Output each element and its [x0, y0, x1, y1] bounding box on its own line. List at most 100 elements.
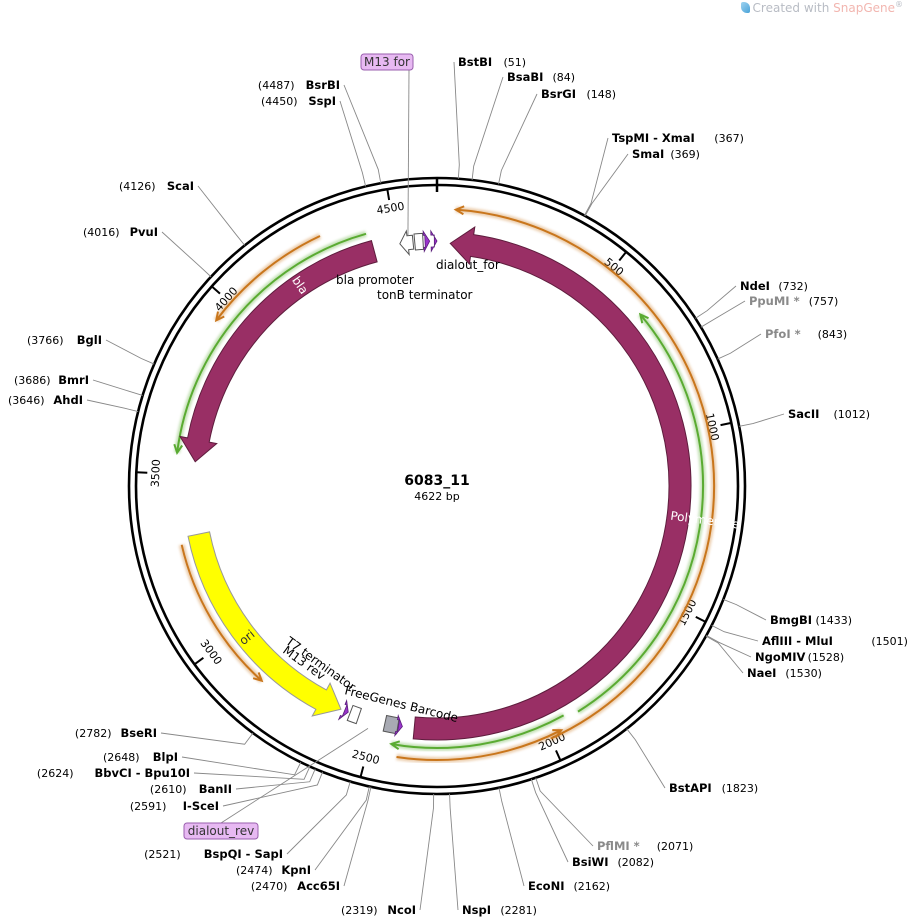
freegenes-barcode-label: FreeGenes Barcode [343, 683, 459, 725]
site-bsiwi: BsiWI (2082) [530, 779, 655, 869]
site-kpni: KpnI(2474) [236, 786, 370, 877]
svg-text:(1012): (1012) [834, 408, 871, 421]
svg-text:BsrGI: BsrGI [541, 87, 576, 101]
site-naei: NaeI(1530) [705, 635, 822, 680]
svg-text:BglI: BglI [77, 333, 102, 347]
site-bgli: BglI(3766) [27, 333, 155, 365]
site-nspi: NspI (2281) [449, 793, 537, 917]
watermark-prefix: Created with [752, 1, 834, 15]
site-bbvci: BbvCI - Bpu10I (2624) [37, 766, 311, 780]
svg-text:BbvCI - Bpu10I: BbvCI - Bpu10I [95, 766, 190, 780]
svg-text:BanII: BanII [199, 782, 232, 796]
svg-text:NcoI: NcoI [387, 903, 416, 917]
dialout-rev-binding [394, 714, 403, 738]
svg-text:BspQI - SapI: BspQI - SapI [204, 847, 283, 861]
site-banii: BanII(2610) [150, 768, 316, 796]
ruler-label: 3500 [149, 459, 163, 488]
svg-text:NspI: NspI [462, 903, 491, 917]
svg-text:(4487): (4487) [258, 79, 295, 92]
svg-text:TspMI - XmaI: TspMI - XmaI [612, 131, 695, 145]
orf-arrow [173, 230, 367, 456]
svg-text:PflMI *: PflMI * [597, 839, 640, 853]
site-bseri: BseRI(2782) [75, 726, 254, 745]
ruler-tick [211, 285, 221, 295]
primer-dialout_rev[interactable]: dialout_rev [183, 727, 369, 840]
svg-text:(4016): (4016) [83, 226, 120, 239]
t7-terminator-feature [346, 704, 363, 725]
svg-text:EcoNI: EcoNI [528, 879, 564, 893]
ruler-label: 4500 [376, 200, 406, 217]
svg-text:NaeI: NaeI [747, 666, 776, 680]
site-scai: ScaI (4126) [119, 179, 246, 246]
dialout-for-binding [430, 229, 438, 253]
svg-text:BmgBI: BmgBI [770, 613, 812, 627]
watermark-brand: SnapGene [833, 1, 895, 15]
site-i-scei: I-SceI(2591) [130, 771, 323, 813]
svg-text:(2624): (2624) [37, 767, 74, 780]
svg-text:(2071): (2071) [657, 840, 694, 853]
svg-text:(732): (732) [778, 280, 808, 293]
ruler-tick [386, 188, 391, 201]
ruler-tick [136, 471, 148, 474]
site-ndei: NdeI (732) [695, 279, 808, 319]
svg-text:NgoMIV: NgoMIV [755, 650, 805, 664]
plasmid-name: 6083_11 [404, 473, 469, 489]
site-bsabi: BsaBI(84) [471, 70, 575, 181]
site-ngomiv: NgoMIV(1528) [706, 634, 845, 664]
m13-rev-binding [337, 699, 349, 721]
site-sspi: SspI(4450) [261, 94, 367, 187]
site-pvui: PvuI (4016) [83, 225, 212, 278]
site-bmri: BmrI (3686) [14, 373, 143, 396]
svg-text:ScaI: ScaI [167, 179, 194, 193]
svg-text:PvuI: PvuI [130, 225, 158, 239]
ruler-tick [359, 766, 365, 778]
svg-text:(2082): (2082) [618, 856, 655, 869]
site-pflmi: PflMI * (2071) [535, 777, 694, 853]
orfs [173, 205, 718, 763]
ruler-label: 3000 [198, 637, 225, 667]
snapgene-watermark: Created with SnapGene® [740, 0, 903, 15]
site-bstapi: BstAPI(1823) [626, 728, 759, 795]
svg-text:(3686): (3686) [14, 374, 51, 387]
svg-text:BsiWI: BsiWI [572, 855, 609, 869]
svg-text:(1528): (1528) [808, 651, 845, 664]
svg-text:NdeI: NdeI [740, 279, 770, 293]
ruler-tick [618, 251, 627, 262]
svg-text:(2281): (2281) [500, 904, 537, 917]
svg-text:(2648): (2648) [103, 751, 140, 764]
svg-text:SacII: SacII [788, 407, 819, 421]
svg-text:SmaI: SmaI [632, 147, 664, 161]
svg-text:(3646): (3646) [8, 394, 45, 407]
site-sacii: SacII (1012) [739, 407, 871, 427]
svg-text:BstBI: BstBI [458, 55, 492, 69]
svg-text:(1823): (1823) [722, 782, 759, 795]
site-ncoi: NcoI(2319) [341, 793, 435, 917]
snapgene-logo-icon [740, 2, 750, 13]
svg-text:(4450): (4450) [261, 95, 298, 108]
orf-arrow [178, 544, 264, 684]
svg-text:(369): (369) [670, 148, 700, 161]
plasmid-length: 4622 bp [414, 490, 459, 503]
ruler-tick [193, 657, 204, 666]
restriction-sites: BstBI(51)BsaBI(84)BsrGI(148)TspMI - XmaI… [8, 55, 907, 917]
site-afliii: AflIII - MluI(1501) [711, 624, 907, 648]
orf-arrow [453, 205, 718, 742]
bla-feature [179, 239, 378, 463]
svg-text:(2474): (2474) [236, 864, 273, 877]
m13-for-binding [422, 229, 431, 254]
site-bsrbi: BsrBI(4487) [258, 78, 382, 184]
watermark-mark: ® [895, 0, 903, 9]
site-tspmi: TspMI - XmaI(367) [583, 131, 744, 216]
primer-m13-for[interactable]: M13 for [360, 53, 414, 236]
svg-text:(4126): (4126) [119, 180, 156, 193]
svg-text:(2521): (2521) [144, 848, 181, 861]
site-bstbi: BstBI(51) [453, 55, 526, 179]
orf-arrow [396, 727, 564, 763]
svg-text:(2591): (2591) [130, 800, 167, 813]
bla-promoter-label: bla promoter [336, 273, 414, 287]
svg-text:AhdI: AhdI [53, 393, 83, 407]
svg-text:BmrI: BmrI [58, 373, 89, 387]
svg-text:(1433): (1433) [816, 614, 853, 627]
freegenes-barcode-feature [382, 714, 400, 735]
